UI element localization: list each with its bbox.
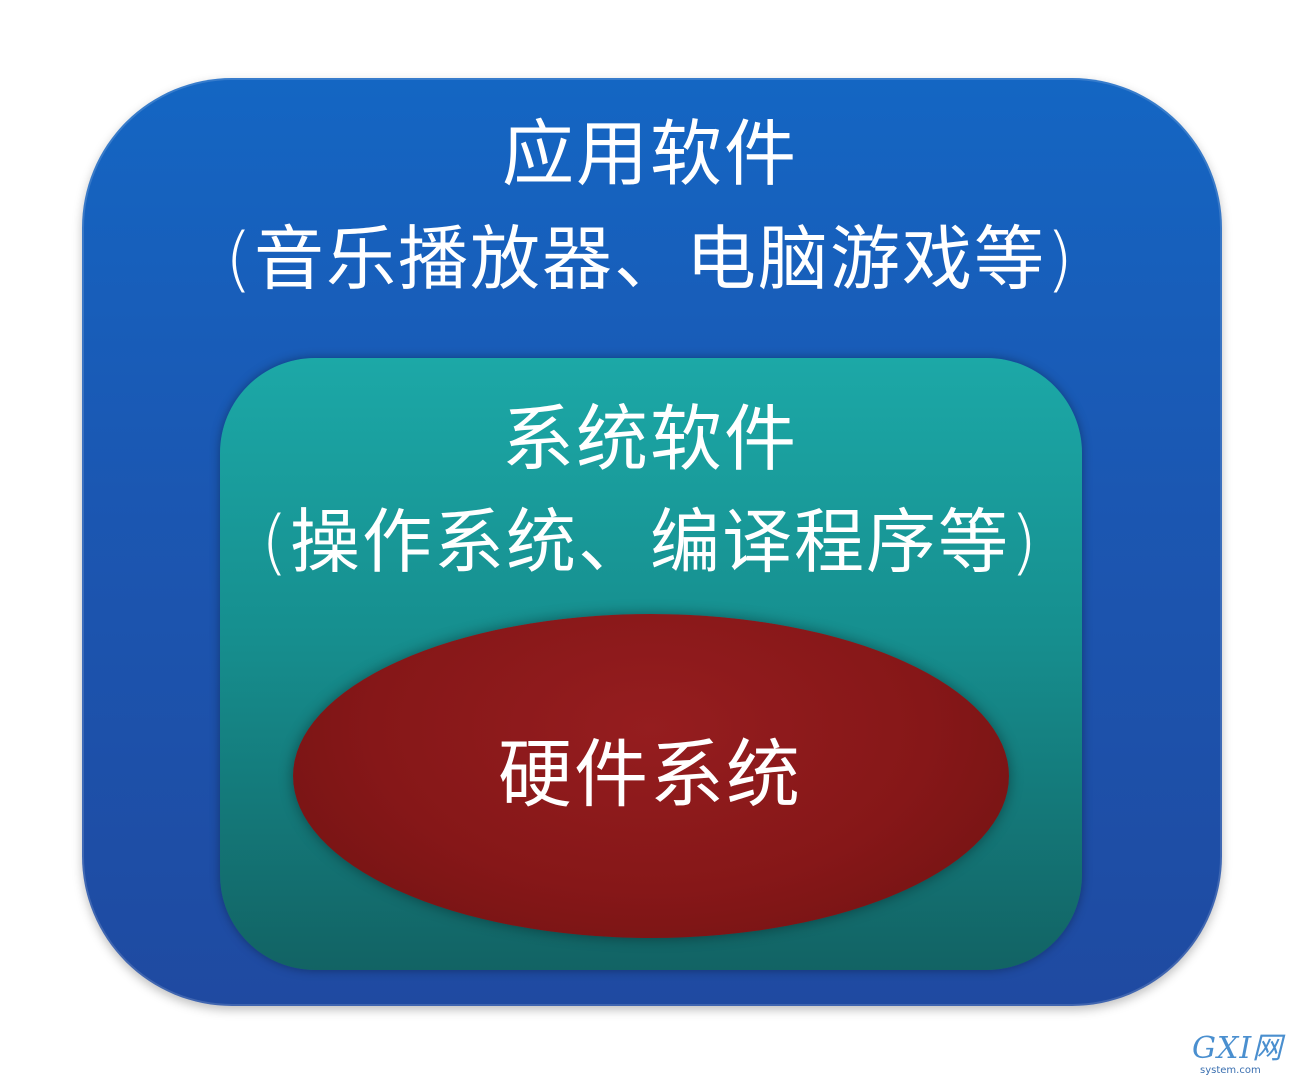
system-software-examples: (操作系统、编译程序等) [260,501,1040,583]
watermark: GXI网 system.com [1192,1034,1292,1080]
system-software-title: 系统软件 [501,397,798,481]
watermark-url: system.com [1200,1065,1261,1076]
application-software-examples: (音乐播放器、电脑游戏等) [224,218,1076,300]
watermark-logo: GXI网 [1192,1031,1284,1066]
application-software-title: 应用软件 [501,112,798,196]
hardware-system-title: 硬件系统 [498,732,802,818]
hardware-system-layer [293,614,1009,938]
